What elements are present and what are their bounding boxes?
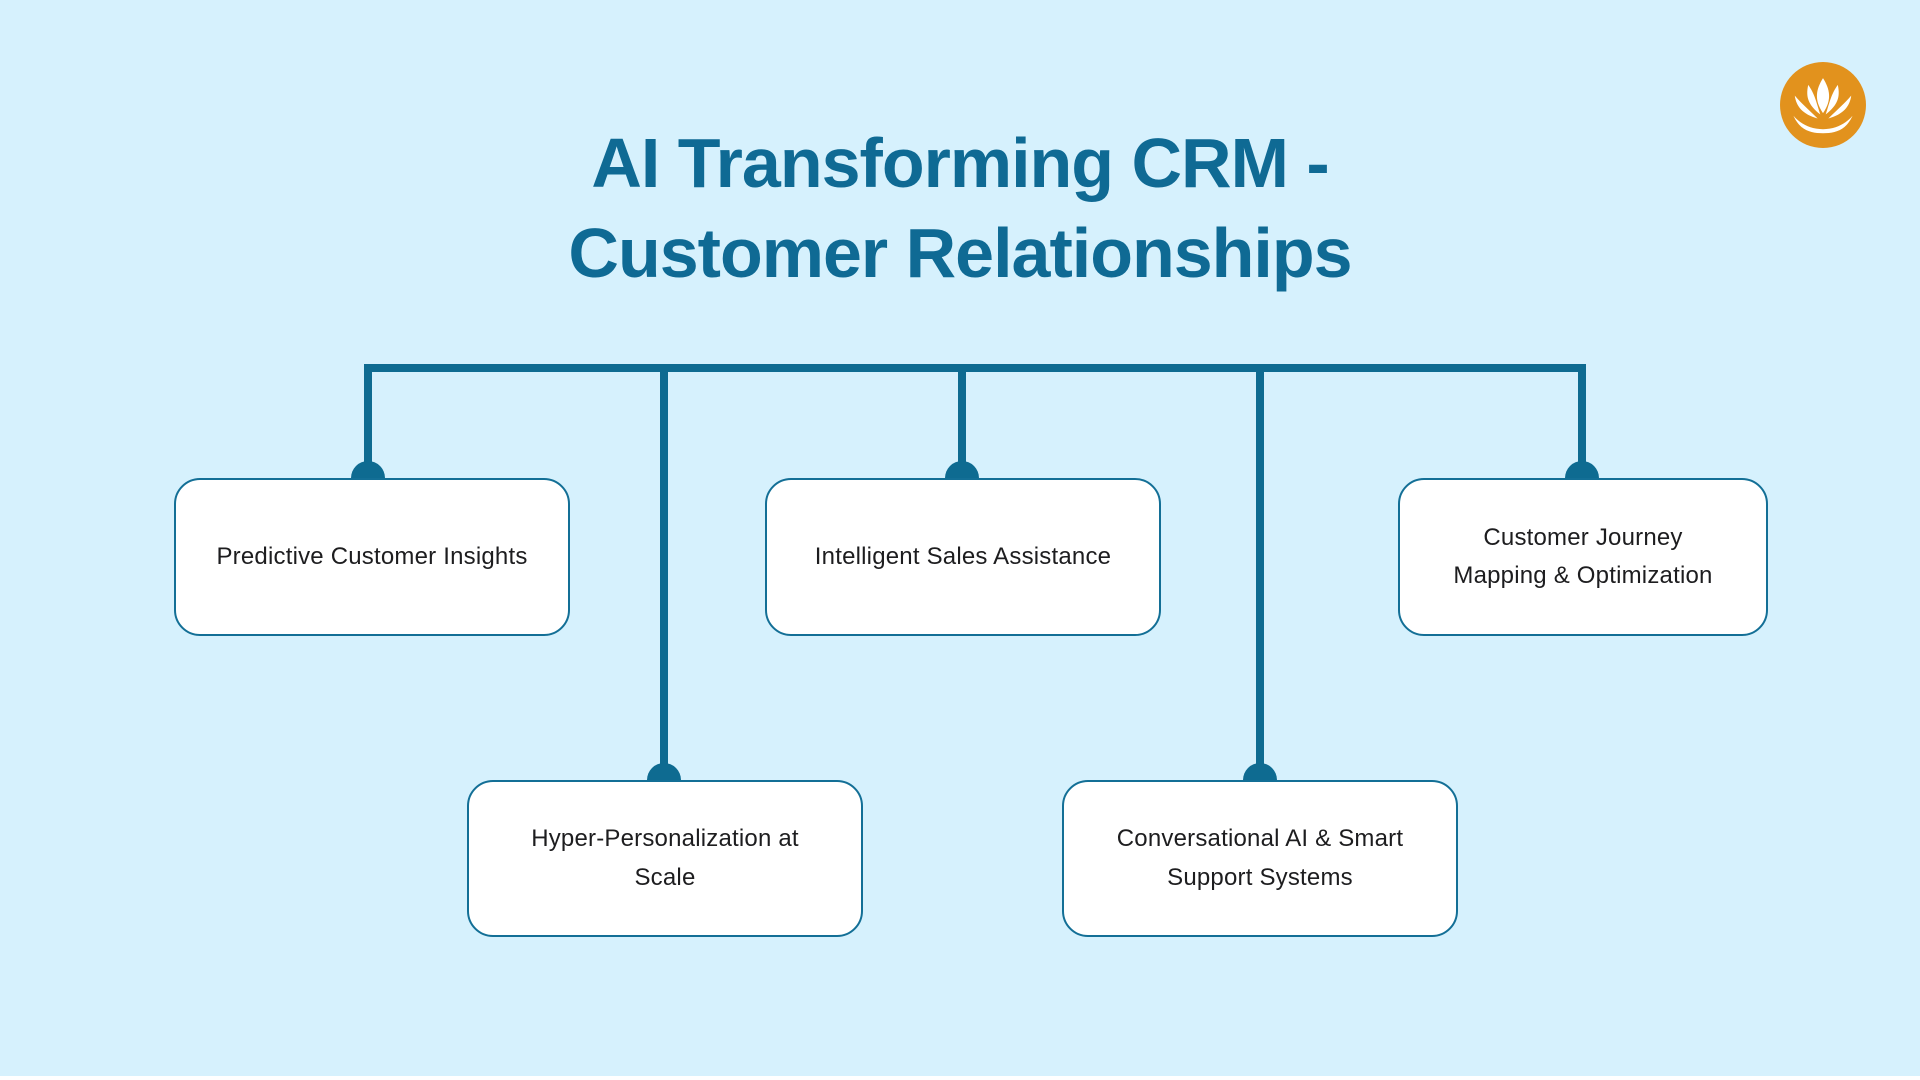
connector-vertical-line-2 xyxy=(660,364,668,784)
connector-vertical-line-4 xyxy=(1256,364,1264,784)
node-label-line: Support Systems xyxy=(1167,863,1353,891)
node-label-line: Conversational AI & Smart xyxy=(1116,825,1404,853)
page-title: AI Transforming CRM - Customer Relations… xyxy=(0,118,1920,299)
node-label-line: Predictive Customer Insights xyxy=(216,542,528,570)
node-label-line: Intelligent Sales Assistance xyxy=(814,542,1112,570)
brand-logo xyxy=(1780,62,1866,148)
node-label-line: Customer Journey xyxy=(1483,523,1683,551)
page-title-line-2: Customer Relationships xyxy=(568,214,1352,293)
page-title-line-1: AI Transforming CRM - xyxy=(591,124,1329,202)
node-conversational-ai-support: Conversational AI & Smart Support System… xyxy=(1062,780,1458,937)
connector-vertical-line-3 xyxy=(958,364,966,482)
connector-vertical-line-1 xyxy=(364,364,372,482)
node-label-line: Hyper-Personalization at xyxy=(531,825,799,853)
connector-horizontal-line xyxy=(364,364,1586,372)
node-intelligent-sales-assistance: Intelligent Sales Assistance xyxy=(765,478,1161,636)
connector-vertical-line-5 xyxy=(1578,364,1586,482)
node-predictive-customer-insights: Predictive Customer Insights xyxy=(174,478,570,636)
node-hyper-personalization: Hyper-Personalization at Scale xyxy=(467,780,863,937)
screenshot-bottom-strip xyxy=(0,1076,1920,1080)
node-label-line: Mapping & Optimization xyxy=(1453,562,1713,589)
node-customer-journey-mapping: Customer Journey Mapping & Optimization xyxy=(1398,478,1768,636)
lotus-icon xyxy=(1780,62,1866,148)
node-label-line: Scale xyxy=(634,863,696,891)
